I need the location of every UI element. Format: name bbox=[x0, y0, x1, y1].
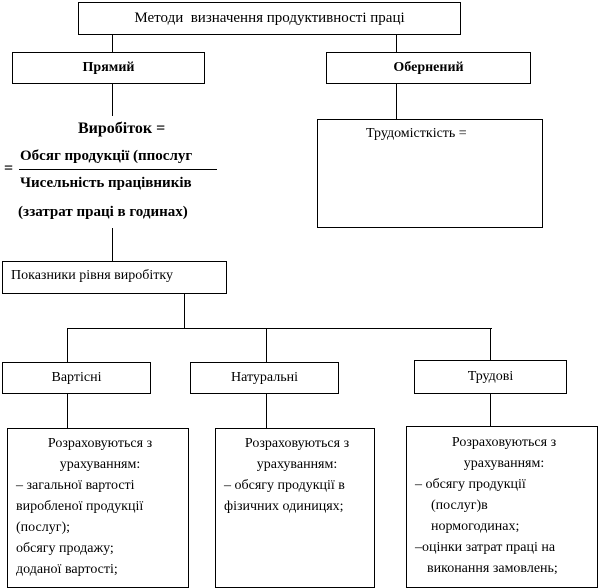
detail-cost-line: обсягу продажу; bbox=[16, 541, 114, 556]
detail-natural-line: Розраховуються з bbox=[244, 436, 350, 451]
detail-labor-line: (послуг)в bbox=[431, 498, 488, 513]
connector-cost-detail bbox=[67, 394, 68, 428]
detail-cost-box: Розраховуються з урахуванням: – загально… bbox=[7, 428, 189, 588]
detail-natural-line: фізичних одиницях; bbox=[224, 499, 344, 514]
connector-labor bbox=[490, 328, 491, 360]
category-labor-label: Трудові bbox=[467, 369, 514, 384]
detail-cost-line: урахуванням: bbox=[59, 457, 141, 472]
connector-cost bbox=[67, 328, 68, 362]
formula-label: Виробіток = bbox=[78, 120, 166, 137]
detail-cost-line: (послуг); bbox=[16, 520, 70, 535]
connector-inverse-box bbox=[396, 84, 397, 119]
formula-note: (ззатрат праці в годинах) bbox=[18, 204, 188, 220]
indicators-label: Показники рівня виробітку bbox=[11, 268, 173, 283]
detail-natural-line: урахуванням: bbox=[256, 457, 338, 472]
connector-indicators-branch bbox=[184, 294, 185, 328]
category-cost-box: Вартісні bbox=[2, 362, 151, 394]
indicators-box: Показники рівня виробітку bbox=[2, 261, 227, 294]
title-text: Методи визначення продуктивності праці bbox=[134, 10, 405, 26]
branch-horizontal bbox=[67, 328, 492, 329]
category-natural-box: Натуральні bbox=[190, 362, 339, 394]
detail-labor-line: урахуванням: bbox=[463, 456, 545, 471]
detail-cost-line: доданої вартості; bbox=[16, 562, 118, 577]
connector-right-top bbox=[396, 34, 397, 53]
connector-natural-detail bbox=[266, 394, 267, 428]
formula-equals: = bbox=[4, 160, 14, 177]
connector-natural bbox=[266, 328, 267, 362]
detail-natural-line: – обсягу продукції в bbox=[224, 478, 345, 493]
detail-labor-line: виконання замовлень; bbox=[427, 561, 558, 576]
detail-cost-line: Розраховуються з bbox=[47, 436, 153, 451]
detail-labor-line: – обсягу продукції bbox=[415, 477, 526, 492]
inverse-method-label: Обернений bbox=[393, 60, 464, 75]
connector-direct-formula bbox=[112, 84, 113, 116]
detail-labor-box: Розраховуються з урахуванням: – обсягу п… bbox=[406, 426, 598, 588]
detail-cost-line: – загальної вартості bbox=[16, 478, 135, 493]
category-labor-box: Трудові bbox=[414, 360, 567, 394]
formula-denominator: Чисельність працівників bbox=[20, 175, 192, 191]
category-natural-label: Натуральні bbox=[231, 370, 298, 385]
connector-left-top bbox=[112, 34, 113, 53]
inverse-method-box: Обернений bbox=[326, 52, 531, 84]
detail-labor-line: –оцінки затрат праці на bbox=[415, 540, 556, 555]
direct-method-label: Прямий bbox=[82, 60, 135, 75]
labor-intensity-box: Трудомісткість = bbox=[317, 119, 543, 228]
connector-labor-detail bbox=[490, 394, 491, 426]
connector-formula-indicators bbox=[112, 228, 113, 261]
detail-labor-line: Розраховуються з bbox=[451, 435, 557, 450]
labor-intensity-label: Трудомісткість = bbox=[366, 126, 467, 141]
formula-fraction-line bbox=[19, 169, 217, 170]
direct-method-box: Прямий bbox=[12, 52, 205, 84]
category-cost-label: Вартісні bbox=[51, 370, 102, 385]
detail-natural-box: Розраховуються з урахуванням: – обсягу п… bbox=[215, 428, 375, 588]
title-box: Методи визначення продуктивності праці bbox=[78, 2, 461, 35]
detail-cost-line: виробленої продукції bbox=[16, 499, 144, 514]
detail-labor-line: нормогодинах; bbox=[431, 519, 520, 534]
formula-numerator: Обсяг продукції (ппослуг bbox=[20, 148, 193, 164]
